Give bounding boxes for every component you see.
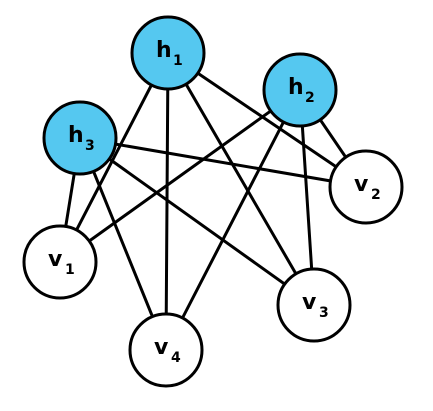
- node-circle-v3: [276, 267, 352, 343]
- node-label-v4: v: [154, 335, 169, 360]
- node-subscript-h3: 3: [85, 138, 95, 154]
- node-label-v2: v: [354, 172, 369, 197]
- node-label-h2: h: [288, 75, 304, 100]
- node-circle-v4: [128, 312, 204, 388]
- node-label-v1: v: [48, 247, 63, 272]
- node-label-h3: h: [68, 123, 84, 148]
- node-circle-h3: [42, 100, 118, 176]
- edge-h2-v4: [164, 88, 302, 352]
- node-label-v3: v: [302, 290, 317, 315]
- edge-h1-v3: [166, 51, 316, 307]
- node-subscript-v4: 4: [171, 350, 181, 366]
- edge-h2-v1: [58, 88, 302, 264]
- node-circle-h2: [262, 52, 338, 128]
- edge-h1-v2: [166, 51, 368, 189]
- edge-h3-v2: [78, 136, 368, 189]
- node-circle-v2: [328, 149, 404, 225]
- edge-h3-v4: [78, 136, 168, 352]
- edge-h1-v1: [58, 51, 170, 264]
- edge-h3-v3: [78, 136, 316, 307]
- node-circle-v1: [22, 224, 98, 300]
- node-label-h1: h: [156, 38, 172, 63]
- node-subscript-v3: 3: [319, 305, 329, 321]
- node-subscript-h1: 1: [173, 53, 183, 69]
- node-subscript-h2: 2: [305, 90, 315, 106]
- node-circle-h1: [130, 15, 206, 91]
- node-subscript-v2: 2: [371, 187, 381, 203]
- node-subscript-v1: 1: [65, 262, 75, 278]
